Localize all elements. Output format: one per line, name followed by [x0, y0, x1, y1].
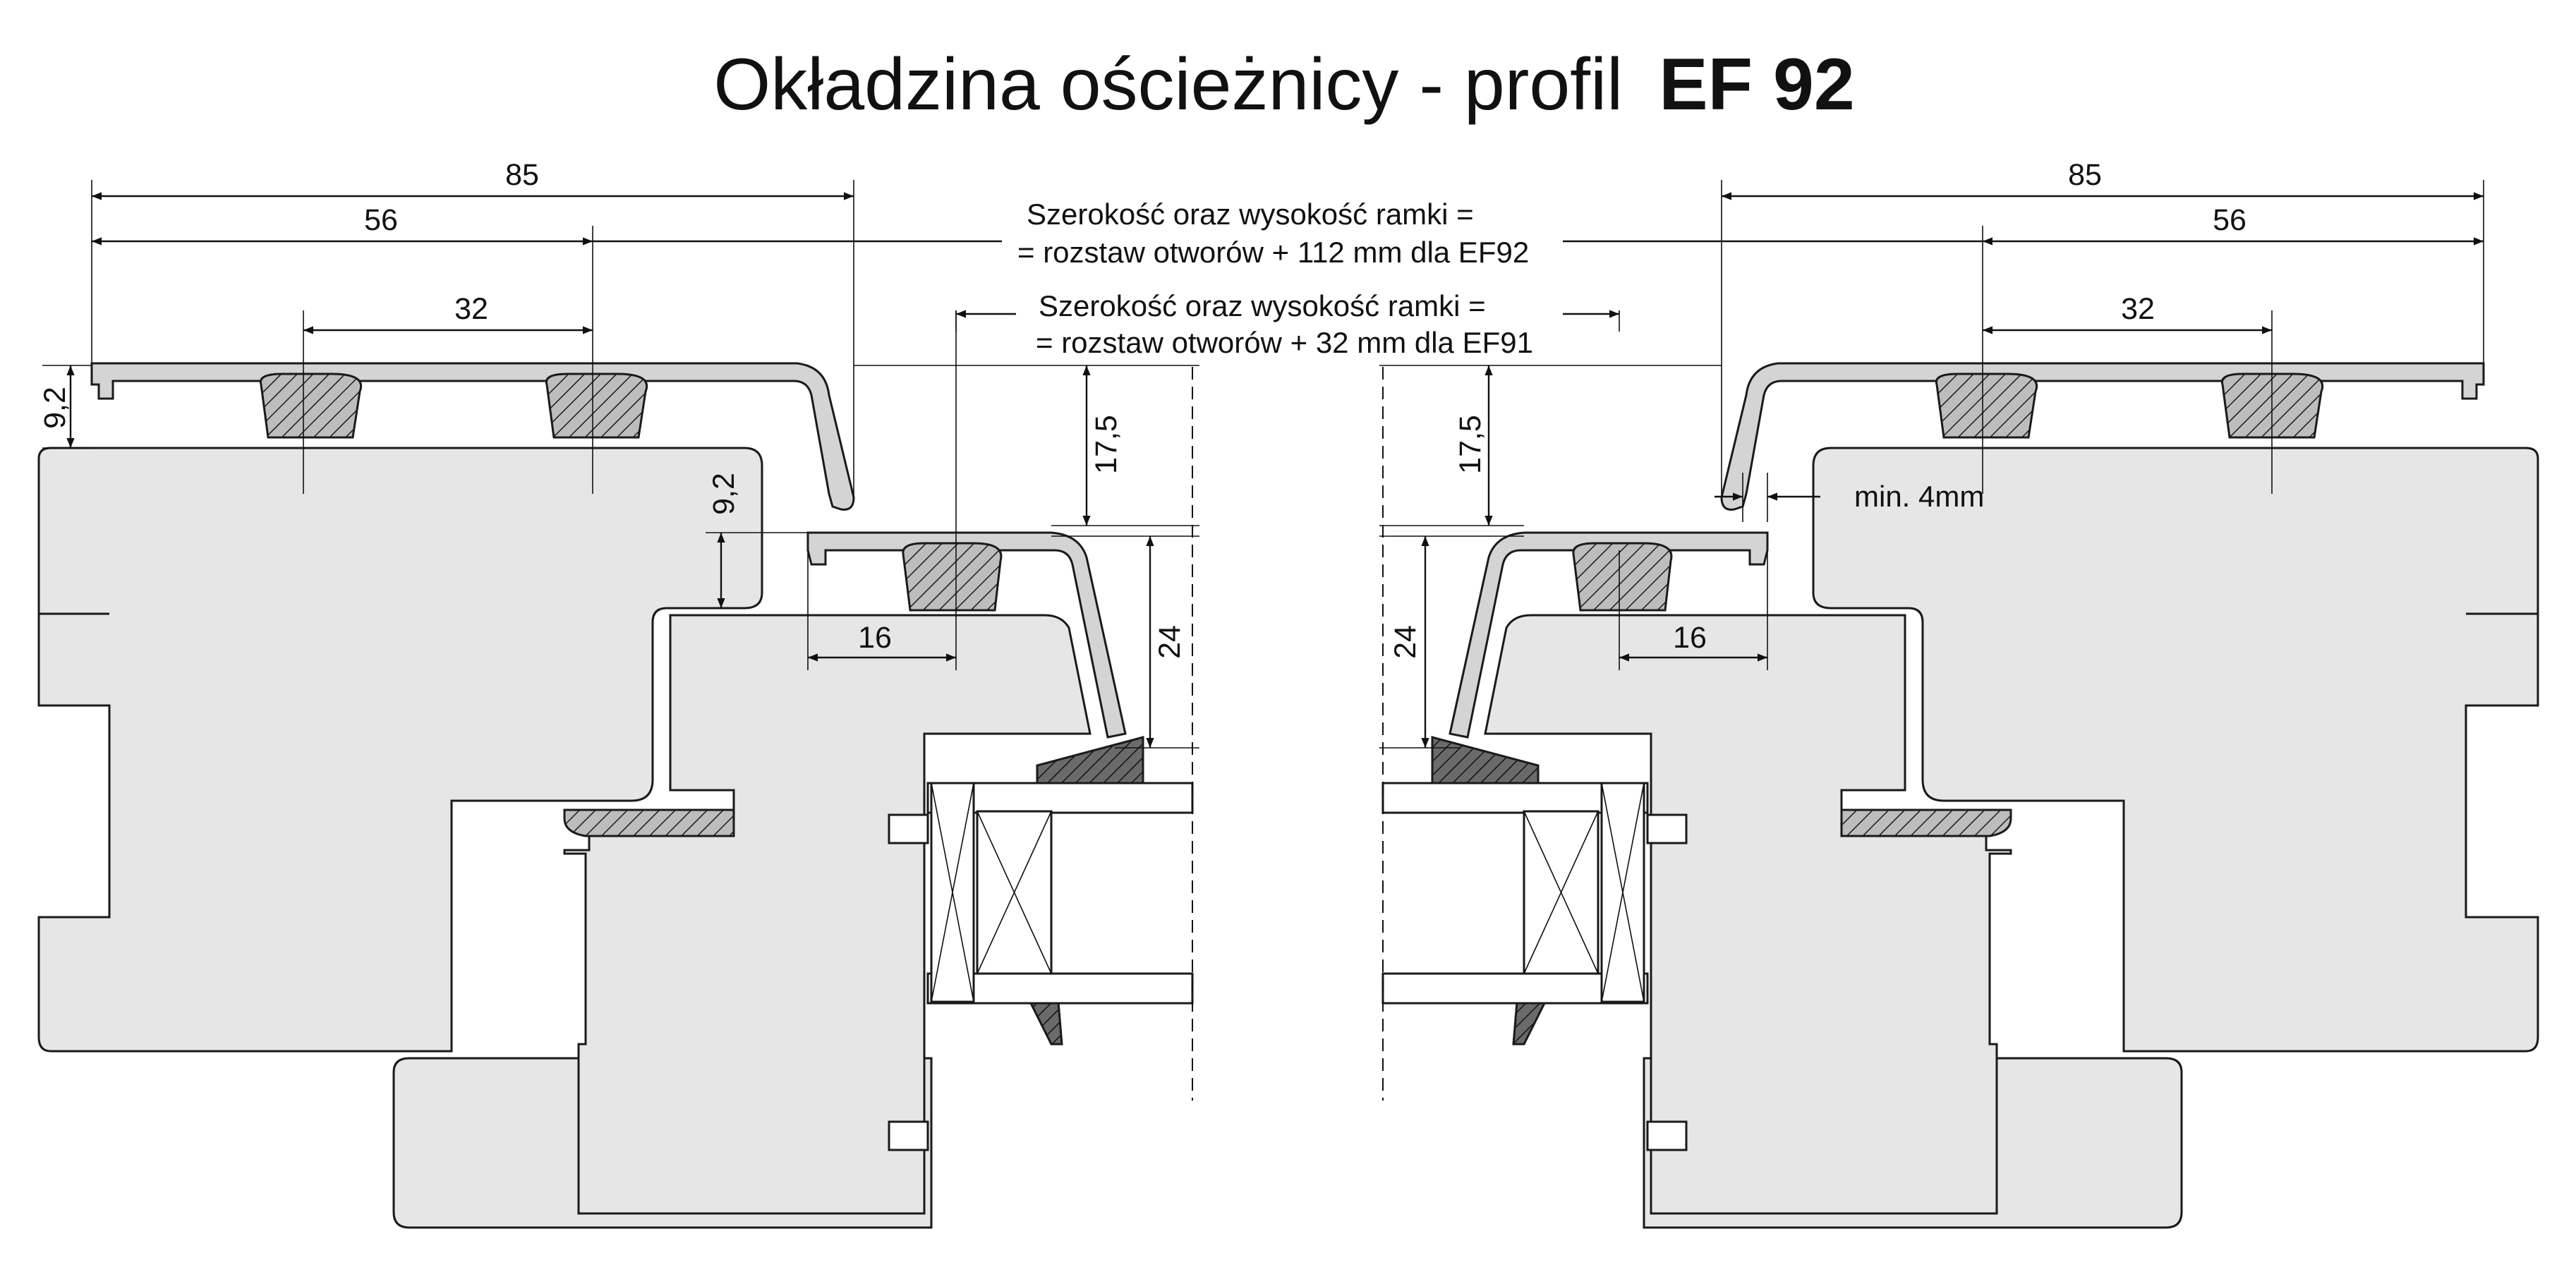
title-main: Okładzina ościeżnicy - profil — [713, 44, 1623, 126]
right-dim-56: 56 — [2213, 203, 2247, 237]
right-top-cladding-profile — [1720, 362, 2485, 511]
note-ef92-line1: Szerokość oraz wysokość ramki = — [1027, 198, 1474, 231]
left-dim-85: 85 — [505, 158, 539, 192]
diagram-title: Okładzina ościeżnicy - profil EF 92 — [713, 44, 1854, 126]
right-top-gasket-1 — [1935, 373, 2038, 439]
left-section — [37, 362, 1194, 1229]
right-sash-cross-2 — [1523, 811, 1599, 974]
min-gap-label: min. 4mm — [1854, 480, 1984, 513]
left-top-gasket-1 — [259, 373, 362, 439]
right-dim-16: 16 — [1673, 621, 1707, 655]
right-sash-cross-1 — [1601, 782, 1645, 1003]
left-hinge-bottom — [888, 1120, 929, 1151]
right-glass-seal-bottom — [1512, 1000, 1547, 1046]
left-glass-seal-bottom — [1028, 1000, 1063, 1046]
right-hinge-bottom — [1646, 1120, 1688, 1151]
left-top-cladding-profile — [90, 362, 855, 511]
left-glass-seal-top — [1036, 736, 1144, 785]
left-sash-cross-2 — [976, 811, 1052, 974]
right-jamb-wood — [1812, 447, 2539, 1053]
right-bottom-gasket — [1840, 808, 2012, 837]
left-hinge-top — [888, 813, 929, 844]
title-bold: EF 92 — [1659, 44, 1854, 126]
note-ef91-line2: = rozstaw otworów + 32 mm dla EF91 — [1036, 326, 1533, 359]
left-dim-16: 16 — [858, 621, 892, 655]
right-dim-17-5: 17,5 — [1453, 415, 1487, 474]
left-top-gasket-2 — [545, 373, 648, 439]
left-step-gasket — [902, 542, 1003, 612]
left-dim-9-2-step: 9,2 — [707, 473, 741, 515]
left-jamb-wood — [37, 447, 763, 1053]
left-dim-56: 56 — [364, 203, 398, 237]
left-dim-17-5: 17,5 — [1089, 415, 1123, 474]
note-ef92-line2: = rozstaw otworów + 112 mm dla EF92 — [1017, 236, 1529, 269]
left-dim-24: 24 — [1153, 625, 1187, 659]
left-dim-32: 32 — [454, 292, 488, 326]
right-dim-32: 32 — [2121, 292, 2155, 326]
left-dimensions: 85 56 32 9,2 9,2 17,5 24 16 — [38, 158, 1199, 749]
right-dim-24: 24 — [1389, 625, 1422, 659]
left-sash-cross-1 — [931, 782, 974, 1003]
center-notes: Szerokość oraz wysokość ramki = = rozsta… — [593, 198, 1983, 359]
left-bottom-gasket — [563, 808, 735, 837]
right-hinge-top — [1646, 813, 1688, 844]
note-ef91-line1: Szerokość oraz wysokość ramki = — [1039, 289, 1486, 322]
right-dim-85: 85 — [2068, 158, 2102, 192]
right-step-gasket — [1572, 542, 1673, 612]
right-dimensions: 85 56 32 17,5 24 16 min. 4mm — [1379, 158, 2484, 749]
right-section — [1381, 362, 2539, 1229]
right-glass-seal-top — [1431, 736, 1540, 785]
left-dim-9-2-top: 9,2 — [38, 387, 72, 429]
